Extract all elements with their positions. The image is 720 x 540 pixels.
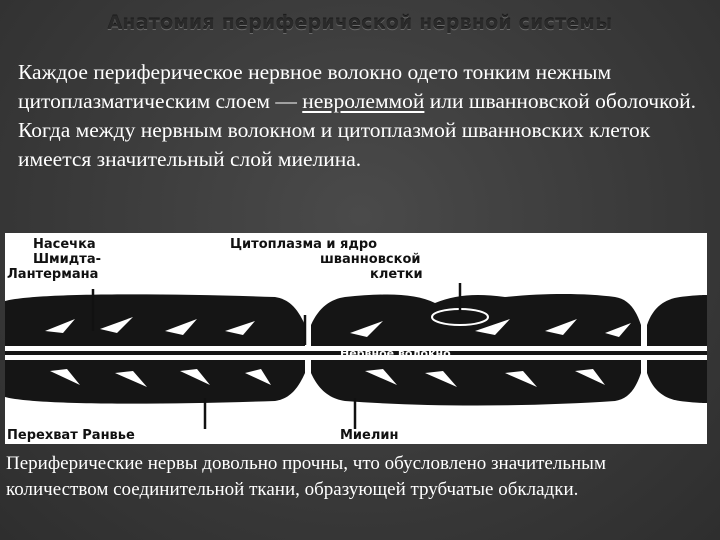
- label-incisure-line1: Насечка: [33, 237, 96, 252]
- label-nerve-fiber: Нервное волокно: [340, 347, 451, 360]
- underlined-term: невролеммой: [302, 89, 424, 113]
- nerve-fiber-figure: Насечка Шмидта- Лантермана Цитоплазма и …: [5, 233, 707, 444]
- label-schwann-line3: клетки: [370, 267, 423, 282]
- label-schwann-line2: шванновской: [320, 252, 421, 267]
- label-schwann-line1: Цитоплазма и ядро: [230, 237, 377, 252]
- label-myelin: Миелин: [340, 428, 398, 443]
- label-incisure-line2: Шмидта-: [33, 252, 101, 267]
- label-incisure-line3: Лантермана: [7, 267, 98, 282]
- paragraph-nerve-strength: Периферические нервы довольно прочны, чт…: [6, 451, 712, 503]
- paragraph-neurolemma: Каждое периферическое нервное волокно од…: [18, 58, 708, 174]
- label-ranvier: Перехват Ранвье: [7, 428, 135, 443]
- slide-title: Анатомия периферической нервной системы: [0, 12, 720, 34]
- nerve-fiber-diagram: Насечка Шмидта- Лантермана Цитоплазма и …: [5, 233, 707, 444]
